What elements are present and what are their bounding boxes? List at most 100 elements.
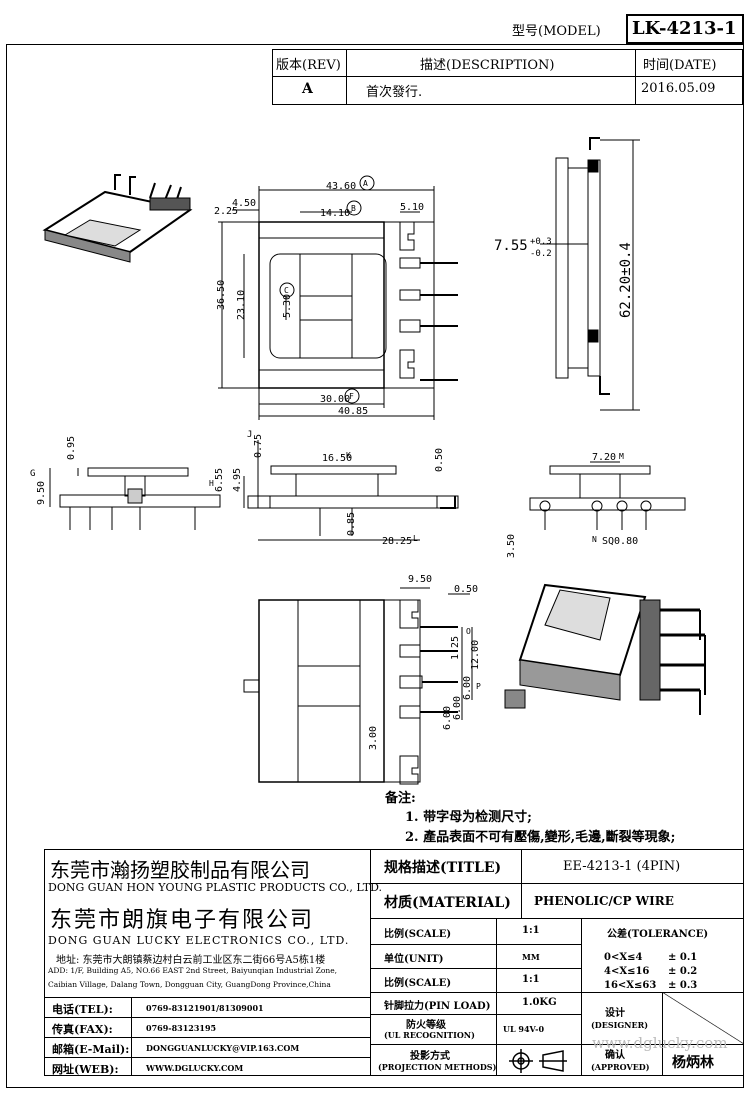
- tb-col-line: [521, 849, 522, 918]
- drawing-frame: [6, 44, 744, 1088]
- tb-row-line: [370, 992, 744, 993]
- dim-b: B: [351, 204, 356, 213]
- proj-label-en: (PROJECTION METHODS): [378, 1062, 497, 1072]
- tel-value: 0769-83121901/81309001: [146, 1003, 264, 1013]
- tol-value-1: ± 0.1: [668, 952, 698, 963]
- email-value[interactable]: DONGGUANLUCKY@VIP.163.COM: [146, 1043, 300, 1053]
- bottom-view: [243, 587, 473, 785]
- tb-col-line: [496, 918, 497, 1076]
- scale-value: 1:1: [522, 925, 540, 936]
- fax-value: 0769-83123195: [146, 1023, 217, 1033]
- tel-label: 电话(TEL):: [52, 1003, 113, 1016]
- dim-h: H: [209, 479, 214, 488]
- dim-3000: 30.00: [320, 394, 350, 405]
- tol-value-3: ± 0.3: [668, 980, 698, 991]
- pin-value: 1.0KG: [522, 997, 557, 1008]
- dim-g: G: [30, 469, 35, 479]
- technical-drawing: 43.60 A 4.50 2.25 14.10 B 5.10 36.50 23.…: [30, 137, 706, 785]
- designer-label: 设计: [605, 1008, 625, 1019]
- revision-table: [272, 49, 743, 105]
- dim-m: M: [619, 452, 624, 461]
- title-value: EE-4213-1 (4PIN): [563, 859, 681, 874]
- rev-col-divider-1: [346, 49, 347, 105]
- rev-row-divider: [272, 76, 743, 77]
- desc-value: 首次發行.: [366, 85, 423, 100]
- contact-row-line: [44, 1037, 370, 1038]
- tb-row-line: [370, 944, 581, 945]
- dim-450: 4.50: [232, 198, 256, 209]
- dim-085: 0.85: [346, 512, 357, 536]
- approver-name: 杨炳林: [672, 1055, 714, 1071]
- ul-label-en: (UL RECOGNITION): [384, 1030, 475, 1040]
- tb-row-line: [370, 918, 744, 919]
- side-view-right: [540, 137, 640, 411]
- contact-row-line: [44, 1057, 370, 1058]
- dim-1410: 14.10: [320, 208, 350, 219]
- top-view: [218, 175, 458, 420]
- address-en-2: Caibian Village, Dalang Town, Dongguan C…: [48, 980, 331, 989]
- dim-225: 2.25: [214, 206, 238, 217]
- dim-755: 7.55: [494, 238, 528, 254]
- note-1: 1. 带字母为检测尺寸;: [405, 810, 532, 825]
- contacts-divider-top: [44, 997, 370, 998]
- company-en-1: DONG GUAN HON YOUNG PLASTIC PRODUCTS CO.…: [48, 881, 383, 894]
- dim-c: C: [284, 286, 289, 295]
- dim-4085: 40.85: [338, 406, 368, 417]
- company-en-2: DONG GUAN LUCKY ELECTRONICS CO., LTD.: [48, 934, 350, 947]
- note-2: 2. 產品表面不可有壓傷,變形,毛邊,斷裂等現象;: [405, 830, 676, 845]
- dim-050b: 0.50: [454, 584, 478, 595]
- dim-6220: 62.20±0.4: [618, 242, 634, 318]
- dim-600c: 6.00: [442, 706, 453, 730]
- dim-300: 3.00: [368, 726, 379, 750]
- dim-1200: 12.00: [470, 640, 481, 670]
- front-view-middle: [243, 440, 459, 541]
- dim-a: A: [363, 179, 368, 188]
- ul-label: 防火等级: [406, 1020, 446, 1031]
- date-value: 2016.05.09: [641, 81, 716, 96]
- tb-row-line: [370, 968, 581, 969]
- dim-755-up: +0.3: [530, 237, 552, 247]
- scale-label: 比例(SCALE): [384, 929, 452, 940]
- dim-530: 5.30: [282, 294, 293, 318]
- address-cn: 地址: 东莞市大朗镇蔡边村白云前工业区东二街66号A5栋1楼: [56, 955, 326, 966]
- dim-050: 0.50: [434, 448, 445, 472]
- tol-range-3: 16<X≤63: [604, 980, 657, 991]
- notes-title: 备注:: [385, 791, 416, 806]
- watermark: www.dglucky.com: [592, 1034, 728, 1052]
- model-value-box: [626, 14, 744, 44]
- approved-label-en: (APPROVED): [591, 1062, 650, 1072]
- address-en-1: ADD: 1/F, Building A5, NO.66 EAST 2nd St…: [48, 966, 338, 975]
- dim-j: J: [247, 430, 252, 440]
- title-block-divider: [370, 849, 371, 1076]
- rev-col-divider-2: [635, 49, 636, 105]
- col-rev-header: 版本(REV): [276, 58, 341, 73]
- dim-top-width: 43.60: [326, 181, 356, 192]
- title-block: [44, 849, 744, 1076]
- dim-510: 5.10: [400, 202, 424, 213]
- material-value: PHENOLIC/CP WIRE: [534, 894, 674, 908]
- projection-symbol-icon: [509, 1049, 567, 1073]
- dim-095: 0.95: [66, 436, 77, 460]
- front-view-left: [49, 467, 221, 530]
- contacts-col-divider: [131, 997, 132, 1076]
- dim-n: N: [592, 535, 597, 544]
- iso-view-top: [42, 174, 193, 263]
- dim-o: O: [466, 627, 471, 636]
- tb-row-line: [370, 1014, 581, 1015]
- title-label: 规格描述(TITLE): [384, 860, 502, 876]
- dim-075: 0.75: [253, 434, 264, 458]
- unit-label: 单位(UNIT): [384, 954, 444, 965]
- dim-655: 6.55: [214, 468, 225, 492]
- ul-value: UL 94V-0: [503, 1024, 545, 1034]
- model-value: LK-4213-1: [632, 18, 737, 39]
- tb-diag: [662, 992, 744, 1044]
- dim-k: K: [346, 451, 351, 460]
- dim-2310: 23.10: [236, 290, 247, 320]
- company-cn-2: 东莞市朗旗电子有限公司: [50, 908, 315, 933]
- front-view-right: [529, 461, 686, 530]
- web-value[interactable]: WWW.DGLUCKY.COM: [146, 1063, 244, 1073]
- dim-600a: 6.00: [462, 676, 473, 700]
- dim-f: F: [349, 392, 354, 401]
- col-desc-header: 描述(DESCRIPTION): [420, 58, 555, 73]
- dim-495: 4.95: [232, 468, 243, 492]
